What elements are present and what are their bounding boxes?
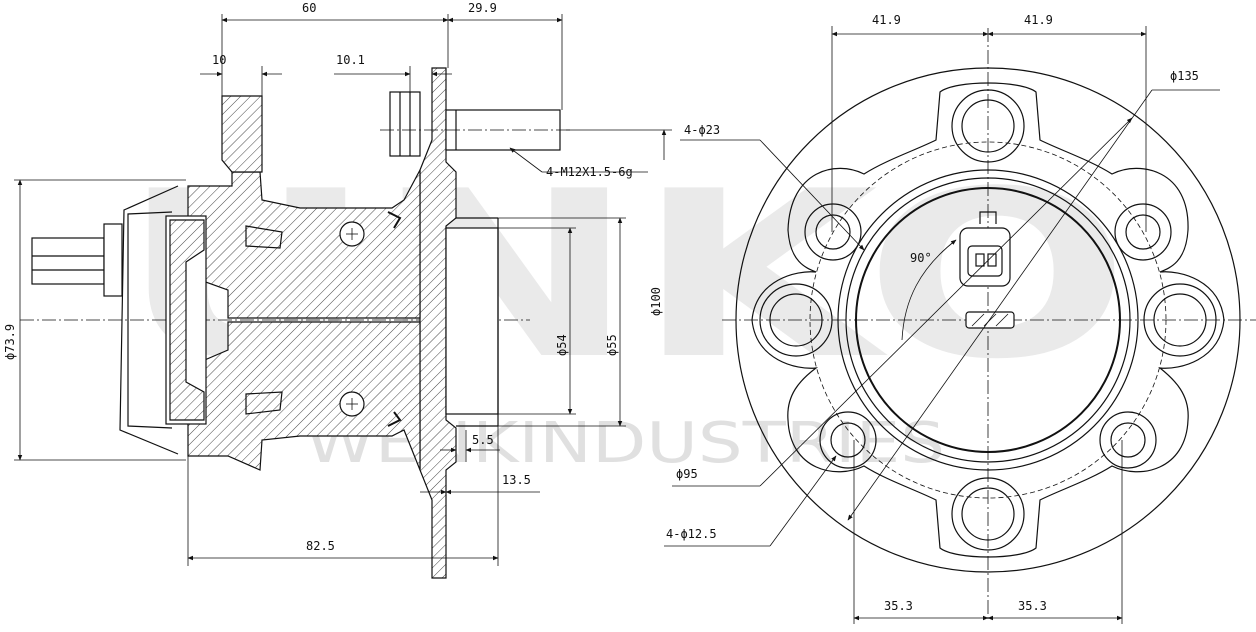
dim-5-5: 5.5	[472, 433, 494, 447]
inner-bore	[445, 227, 499, 415]
large-hole-right	[1143, 283, 1217, 357]
dim-10: 10	[212, 53, 226, 67]
mount-upper	[221, 95, 263, 173]
small-hole-bl	[819, 411, 877, 469]
hub-circle-inner	[855, 187, 1121, 453]
dim-angle90: 90°	[910, 251, 932, 265]
small-hole-br	[1099, 411, 1157, 469]
dim-4-phi23: 4-ϕ23	[684, 123, 720, 137]
dim-60: 60	[302, 1, 316, 15]
small-hole-tl	[804, 203, 862, 261]
flange-outer-circle	[735, 67, 1241, 573]
sensor-connector	[31, 237, 105, 285]
dim-phi135: ϕ135	[1170, 69, 1199, 83]
dim-thread: 4-M12X1.5-6g	[546, 165, 633, 179]
roller-lower	[245, 391, 283, 415]
dim-41-9-left: 41.9	[872, 13, 901, 27]
dim-35-3-left: 35.3	[884, 599, 913, 613]
dim-29-9: 29.9	[468, 1, 497, 15]
dim-41-9-right: 41.9	[1024, 13, 1053, 27]
dim-phi73-9: ϕ73.9	[3, 324, 17, 360]
dim-10-1: 10.1	[336, 53, 365, 67]
dim-phi55: ϕ55	[605, 334, 619, 356]
dim-4-phi12-5: 4-ϕ12.5	[666, 527, 717, 541]
roller-upper	[245, 225, 283, 249]
side-view: 60 29.9 10 10.1 4-M12X1.5-6g ϕ73.9 ϕ54 ϕ…	[3, 1, 672, 579]
large-hole-left	[759, 283, 833, 357]
wheel-stud	[389, 91, 421, 157]
large-hole-top	[951, 89, 1025, 163]
dim-phi95: ϕ95	[676, 467, 698, 481]
bolt-circle	[809, 141, 1167, 499]
dim-13-5: 13.5	[502, 473, 531, 487]
small-hole-tr	[1114, 203, 1172, 261]
front-view: 90° 41.9 41.9 ϕ135 4-ϕ23 ϕ95 4-ϕ12.5 35.…	[664, 13, 1256, 624]
hub-circle-outer	[837, 169, 1139, 471]
dim-35-3-right: 35.3	[1018, 599, 1047, 613]
dim-phi54: ϕ54	[555, 334, 569, 356]
dim-phi100: ϕ100	[649, 287, 663, 316]
large-hole-bottom	[951, 477, 1025, 551]
flange-lobes	[751, 82, 1225, 558]
sensor-cap	[119, 185, 179, 455]
dim-82-5: 82.5	[306, 539, 335, 553]
